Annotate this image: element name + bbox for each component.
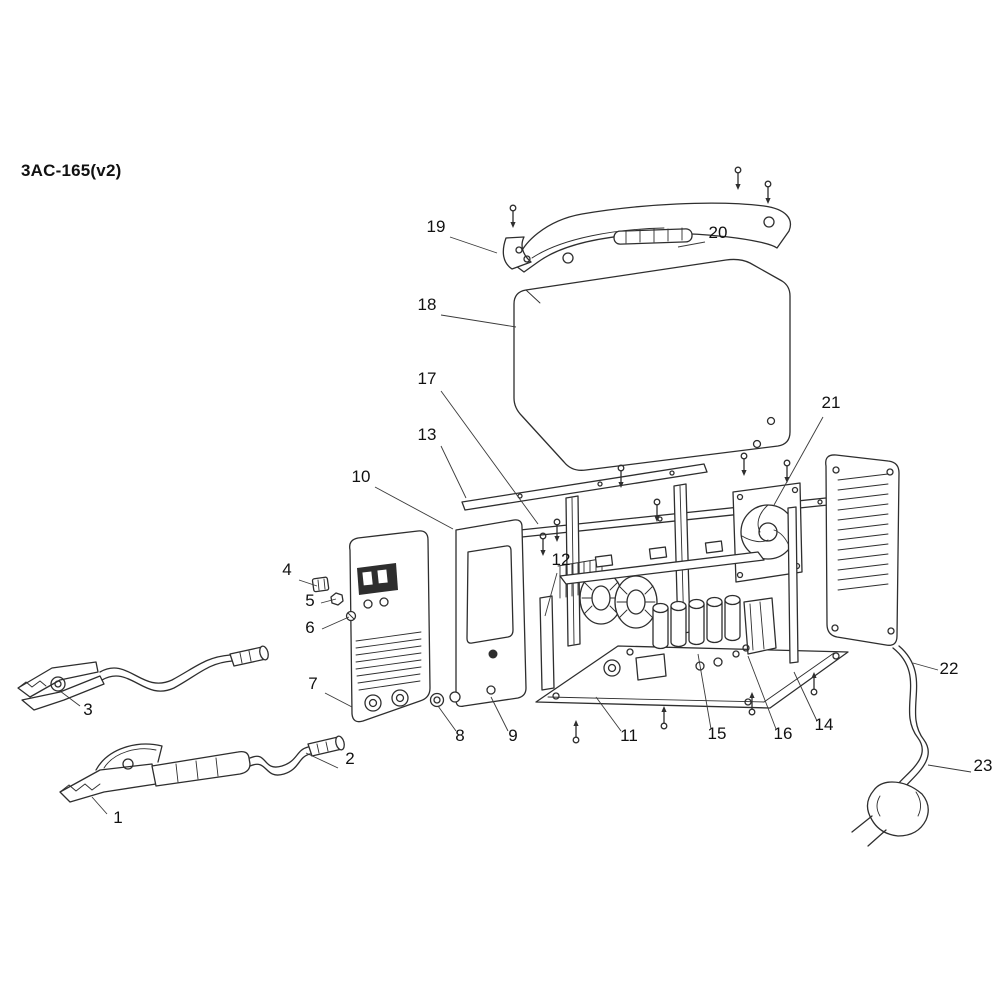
power-cord [892, 645, 929, 789]
carry-handle [515, 202, 791, 273]
callout-leader-13 [440, 445, 467, 499]
inner-plate [455, 519, 527, 708]
callout-leader-3 [59, 690, 81, 707]
panel-screw [345, 610, 357, 622]
panel-led [379, 597, 389, 607]
callout-leader-2 [305, 752, 339, 769]
electrode-cable [249, 735, 345, 776]
power-plug [851, 781, 929, 847]
front-display [357, 563, 398, 595]
right-side-panel [825, 454, 900, 646]
callout-leader-21 [773, 416, 824, 506]
capacitor-bank [652, 594, 741, 650]
panel-knob [311, 576, 330, 593]
callout-leader-15 [697, 653, 712, 730]
callout-number-3: 3 [83, 700, 92, 719]
callout-number-22: 22 [940, 659, 959, 678]
callout-number-12: 12 [552, 550, 571, 569]
electrode-holder [59, 743, 251, 803]
callout-leader-23 [927, 764, 972, 773]
callout-leader-19 [449, 236, 498, 254]
top-cover [513, 258, 791, 471]
callout-leader-9 [490, 696, 509, 732]
callout-leader-18 [440, 314, 517, 328]
callout-number-4: 4 [282, 560, 291, 579]
callout-leader-4 [298, 579, 318, 587]
callout-number-11: 11 [620, 726, 638, 745]
panel-led [363, 599, 373, 609]
handle-bracket [502, 236, 532, 270]
callout-number-1: 1 [113, 808, 122, 827]
base-plate [535, 645, 849, 709]
callout-number-17: 17 [418, 369, 437, 388]
callout-leader-8 [437, 705, 457, 732]
callout-leader-11 [595, 696, 622, 732]
right-panel-louvers [837, 473, 889, 591]
front-panel-louvers [355, 631, 422, 691]
pcb-components [559, 540, 765, 681]
callout-number-10: 10 [352, 467, 371, 486]
model-label: 3AC-165(v2) [21, 161, 122, 180]
callout-leader-7 [324, 692, 353, 708]
callout-leader-17 [440, 390, 539, 525]
callout-leader-14 [793, 671, 818, 722]
callout-number-19: 19 [427, 217, 446, 236]
callout-number-16: 16 [774, 724, 793, 743]
callout-number-5: 5 [305, 591, 314, 610]
callout-number-13: 13 [418, 425, 437, 444]
callout-leader-10 [374, 486, 454, 530]
callout-leader-16 [747, 655, 777, 730]
callout-leader-6 [321, 616, 350, 630]
callout-number-20: 20 [709, 223, 728, 242]
panel-nut [330, 592, 344, 606]
callout-leader-22 [912, 662, 939, 671]
callout-number-15: 15 [708, 724, 727, 743]
callout-number-6: 6 [305, 618, 314, 637]
callout-number-14: 14 [815, 715, 834, 734]
callout-leader-5 [320, 598, 337, 604]
callout-number-18: 18 [418, 295, 437, 314]
cable-bushing [429, 691, 461, 708]
callout-number-9: 9 [508, 726, 517, 745]
output-socket [364, 694, 382, 712]
callout-number-7: 7 [308, 674, 317, 693]
earth-cable [99, 645, 269, 692]
callout-number-8: 8 [455, 726, 464, 745]
front-panel [349, 530, 431, 723]
callout-leader-20 [677, 241, 706, 248]
handle-grip [613, 227, 693, 245]
callout-leader-12 [544, 572, 558, 617]
callout-number-2: 2 [345, 749, 354, 768]
output-socket [391, 689, 409, 707]
output-transformer-block [732, 597, 777, 658]
support-studs [539, 483, 799, 691]
callout-leader-1 [91, 796, 108, 815]
toroid-transformers [579, 571, 658, 629]
callout-number-21: 21 [822, 393, 841, 412]
plate-screw-hole [486, 685, 496, 695]
callout-number-23: 23 [974, 756, 993, 775]
